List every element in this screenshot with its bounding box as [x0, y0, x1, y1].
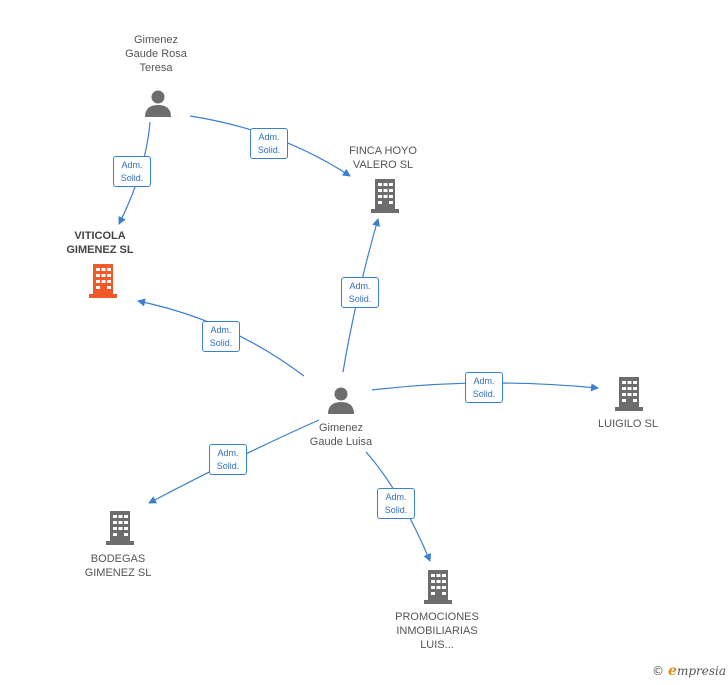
brand-watermark: ©empresia	[652, 663, 726, 679]
badge-line-2: Solid.	[209, 338, 233, 348]
badge-line-1: Adm.	[210, 325, 232, 335]
label-line: VALERO SL	[352, 159, 414, 171]
label-line: Gimenez	[133, 34, 179, 46]
label-line: GIMENEZ SL	[66, 244, 134, 256]
label-line: PROMOCIONES	[395, 611, 479, 623]
badge-line-2: Solid.	[472, 389, 496, 399]
label-line: INMOBILIARIAS	[396, 625, 478, 637]
badge-line-2: Solid.	[384, 505, 408, 515]
badge-line-2: Solid.	[257, 145, 281, 155]
badge-line-2: Solid.	[120, 173, 144, 183]
label-line: Gimenez	[318, 422, 364, 434]
label-line: Gaude Rosa	[125, 48, 187, 60]
badge-line-1: Adm.	[217, 448, 239, 458]
label-line: VITICOLA	[74, 230, 126, 242]
node-label-bodegas: BODEGAS GIMENEZ SL	[68, 552, 168, 580]
badge-line-1: Adm.	[258, 132, 280, 142]
brand-name-rest: mpresia	[676, 664, 726, 678]
badge-line-2: Solid.	[216, 461, 240, 471]
node-label-viticola: VITICOLA GIMENEZ SL	[50, 229, 150, 257]
edge-badge-luisa-viticola[interactable]: Adm. Solid.	[202, 321, 240, 352]
building-icon[interactable]	[87, 263, 119, 299]
building-icon[interactable]	[422, 569, 454, 605]
person-icon[interactable]	[326, 385, 356, 415]
label-line: GIMENEZ SL	[84, 567, 152, 579]
building-icon[interactable]	[613, 376, 645, 412]
copyright-symbol: ©	[652, 664, 665, 678]
badge-line-1: Adm.	[349, 281, 371, 291]
badge-line-2: Solid.	[348, 294, 372, 304]
node-label-luigilo: LUIGILO SL	[578, 417, 678, 431]
edge-badge-luisa-finca[interactable]: Adm. Solid.	[341, 277, 379, 308]
label-line: LUIGILO SL	[598, 418, 658, 430]
badge-line-1: Adm.	[473, 376, 495, 386]
edge-badge-luisa-luigilo[interactable]: Adm. Solid.	[465, 372, 503, 403]
label-line: Teresa	[139, 62, 173, 74]
brand-first-letter: e	[668, 663, 677, 679]
node-label-promociones: PROMOCIONES INMOBILIARIAS LUIS...	[377, 610, 497, 652]
badge-line-1: Adm.	[121, 160, 143, 170]
label-line: BODEGAS	[90, 553, 146, 565]
node-label-luisa: Gimenez Gaude Luisa	[291, 421, 391, 449]
label-line: LUIS...	[420, 639, 454, 651]
label-line: FINCA HOYO	[349, 145, 417, 157]
building-icon[interactable]	[104, 510, 136, 546]
edge-badge-luisa-promociones[interactable]: Adm. Solid.	[377, 488, 415, 519]
edge-badge-luisa-bodegas[interactable]: Adm. Solid.	[209, 444, 247, 475]
person-icon[interactable]	[143, 88, 173, 118]
label-line: Gaude Luisa	[309, 436, 373, 448]
building-icon[interactable]	[369, 178, 401, 214]
edge-badge-rosa-finca[interactable]: Adm. Solid.	[250, 128, 288, 159]
edge-badge-rosa-viticola[interactable]: Adm. Solid.	[113, 156, 151, 187]
badge-line-1: Adm.	[385, 492, 407, 502]
node-label-finca: FINCA HOYO VALERO SL	[333, 144, 433, 172]
node-label-rosa: Gimenez Gaude Rosa Teresa	[106, 33, 206, 75]
